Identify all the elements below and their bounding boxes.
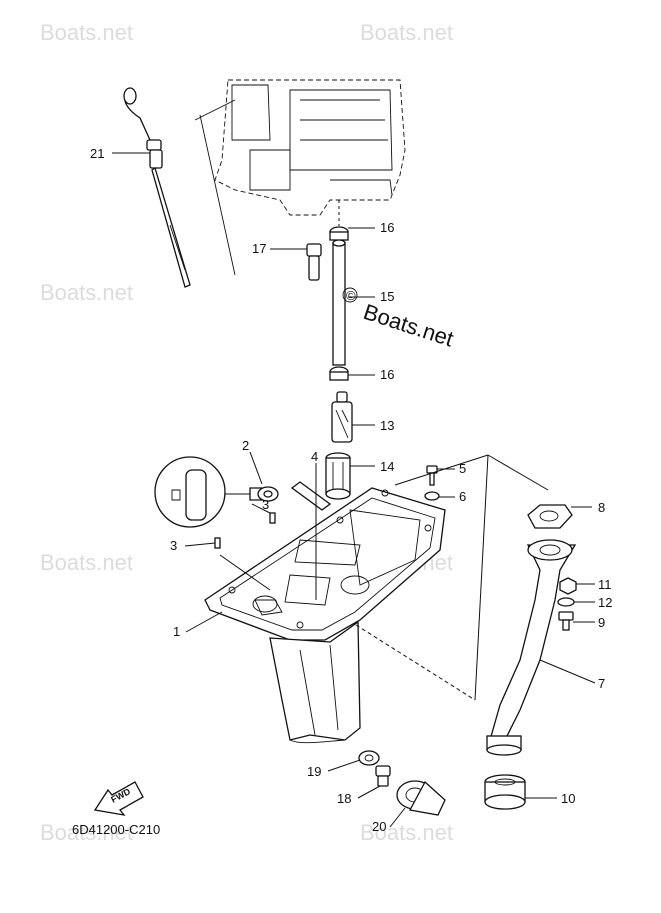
watermark: Boats.net [40, 550, 133, 575]
upper-casing-1 [204, 487, 446, 744]
copyright-symbol: © [346, 288, 356, 303]
callout-6: 6 [459, 489, 466, 504]
pipe-15-assembly [329, 200, 349, 381]
callout-3-upper: 3 [262, 497, 269, 512]
fwd-arrow-icon: FWD [93, 781, 144, 816]
callout-10: 10 [561, 791, 575, 806]
exhaust-pipe-7 [486, 539, 577, 756]
callout-15: 15 [380, 289, 394, 304]
callout-17: 17 [252, 241, 266, 256]
callout-7: 7 [598, 676, 605, 691]
watermark: Boats.net [360, 20, 453, 45]
nut-11 [559, 577, 577, 595]
plug-18 [375, 765, 391, 787]
dipstick [123, 87, 191, 288]
callout-21: 21 [90, 146, 104, 161]
callout-16-upper: 16 [380, 220, 394, 235]
callout-14: 14 [380, 459, 394, 474]
callout-5: 5 [459, 461, 466, 476]
callout-labels: 21 17 16 15 16 13 14 5 6 8 11 12 9 7 10 … [90, 146, 612, 834]
bolt-9 [558, 611, 574, 631]
callout-13: 13 [380, 418, 394, 433]
seal-20 [396, 780, 446, 816]
dowel-pins [214, 512, 276, 549]
watermark: Boats.net [40, 20, 133, 45]
callout-2: 2 [242, 438, 249, 453]
detail-view [154, 456, 279, 528]
callout-11: 11 [598, 577, 612, 592]
callout-19: 19 [307, 764, 321, 779]
watermark: Boats.net [360, 820, 453, 845]
strainer-13 [331, 391, 353, 443]
watermark: Boats.net [40, 280, 133, 305]
callout-9: 9 [598, 615, 605, 630]
callout-3-lower: 3 [170, 538, 177, 553]
gasket-4 [290, 481, 332, 511]
callout-8: 8 [598, 500, 605, 515]
engine-block-outline [194, 79, 406, 276]
watermark: Boats.net [40, 820, 133, 845]
gasket-8 [527, 504, 573, 529]
callout-18: 18 [337, 791, 351, 806]
callout-1: 1 [173, 624, 180, 639]
filter-14 [325, 452, 351, 500]
callout-16-lower: 16 [380, 367, 394, 382]
callout-4: 4 [311, 449, 318, 464]
seal-10 [484, 774, 526, 810]
center-watermark-text: Boats.net [360, 299, 456, 352]
callout-20: 20 [372, 819, 386, 834]
washer-12 [557, 597, 575, 607]
part-17-union [306, 243, 322, 281]
washer-6 [424, 491, 440, 501]
leader-lines [112, 152, 596, 828]
bolt-5 [426, 465, 438, 486]
diagram-code: 6D41200-C210 [72, 822, 160, 837]
callout-12: 12 [598, 595, 612, 610]
washer-19 [358, 750, 380, 766]
center-watermark: © Boats.net [342, 287, 457, 352]
